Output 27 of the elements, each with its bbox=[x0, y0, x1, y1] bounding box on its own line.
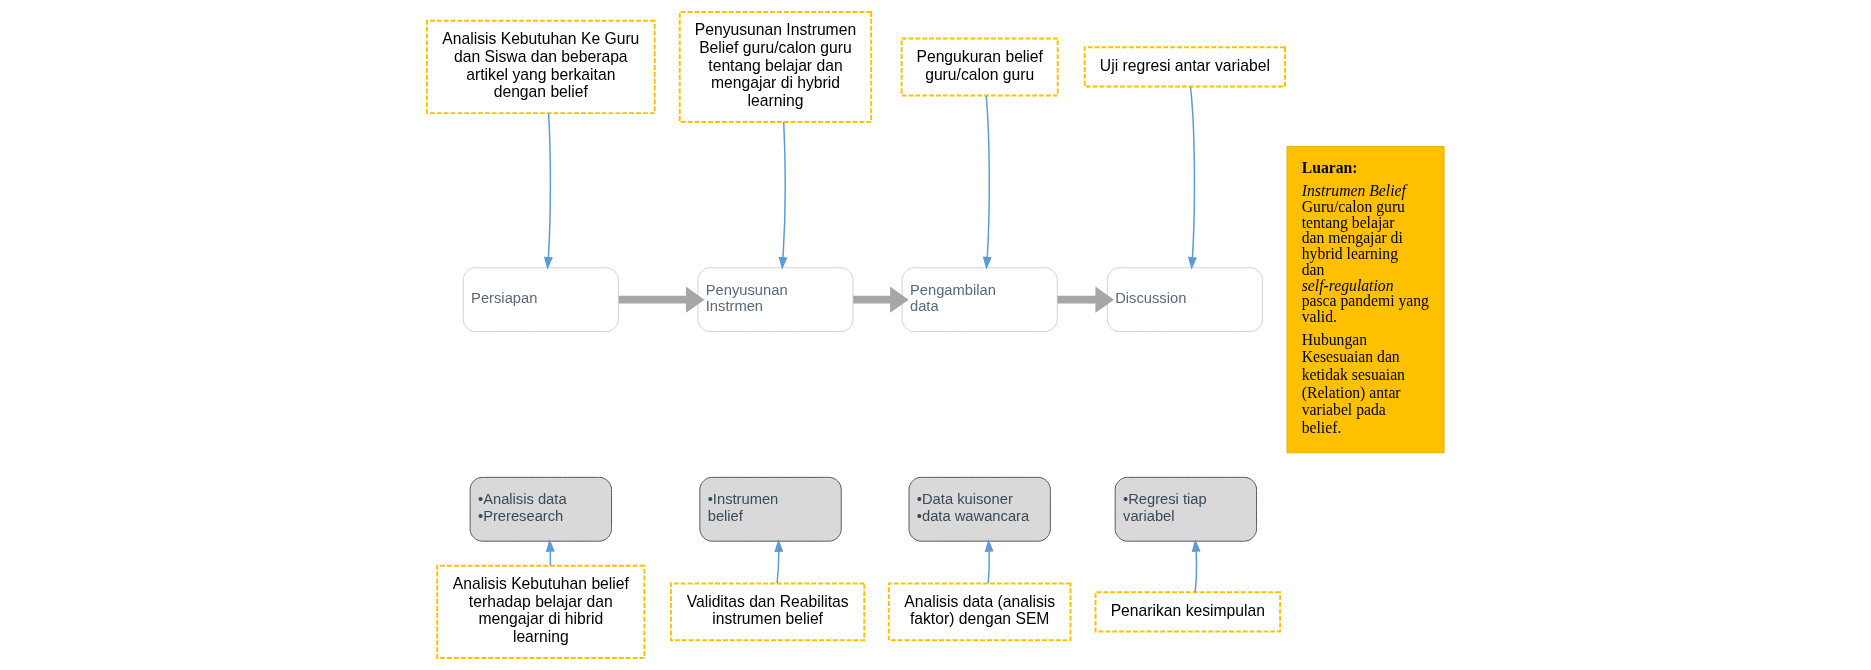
node-box: •Analisis data •Preresearch bbox=[469, 476, 612, 542]
node-box: Validitas dan Reabilitas instrumen belief bbox=[669, 582, 866, 642]
node-box: •Data kuisoner •data wawancara bbox=[908, 476, 1051, 542]
node-box: Pengukuran belief guru/calon guru bbox=[900, 37, 1059, 97]
node-box: Penyusunan Instrmen bbox=[697, 267, 854, 333]
arrow bbox=[1188, 86, 1197, 270]
arrow bbox=[774, 539, 784, 584]
arrow bbox=[853, 286, 909, 313]
node-box: Uji regresi antar variabel bbox=[1083, 46, 1286, 88]
arrow bbox=[543, 112, 553, 270]
node-box: Penarikan kesimpulan bbox=[1094, 591, 1282, 633]
arrow bbox=[984, 539, 994, 584]
arrow bbox=[1057, 286, 1115, 313]
node-box: Analisis Kebutuhan belief terhadap belajar dan mengajar di hibrid learning bbox=[436, 564, 646, 659]
arrow bbox=[982, 95, 992, 270]
arrow bbox=[778, 121, 788, 270]
node-box: Analisis Kebutuhan Ke Guru dan Siswa dan beberapa artikel yang berkaitan dengan belief bbox=[425, 19, 656, 115]
node-box: •Regresi tiap variabel bbox=[1114, 476, 1258, 542]
node-box: Analisis data (analisis faktor) dengan SEM bbox=[887, 582, 1072, 642]
arrow bbox=[1191, 539, 1201, 593]
node-box: Pengambilan data bbox=[901, 267, 1058, 333]
node-box: Luaran: Instrumen Belief Guru/calon guru tentang belajar dan mengajar di hybrid learning dan self-regulation pasca pandemi yang valid. Hubungan Kesesuaian dan ketidak sesuaian (Relation) antar variabel pada belief. bbox=[1286, 146, 1445, 454]
node-box: Penyusunan Instrumen Belief guru/calon guru tentang belajar dan mengajar di hybrid learning bbox=[678, 11, 873, 123]
node-box: •Instrumen belief bbox=[699, 476, 842, 542]
node-box: Discussion bbox=[1106, 267, 1263, 333]
node-box: Persiapan bbox=[462, 267, 619, 333]
arrow bbox=[618, 286, 705, 313]
